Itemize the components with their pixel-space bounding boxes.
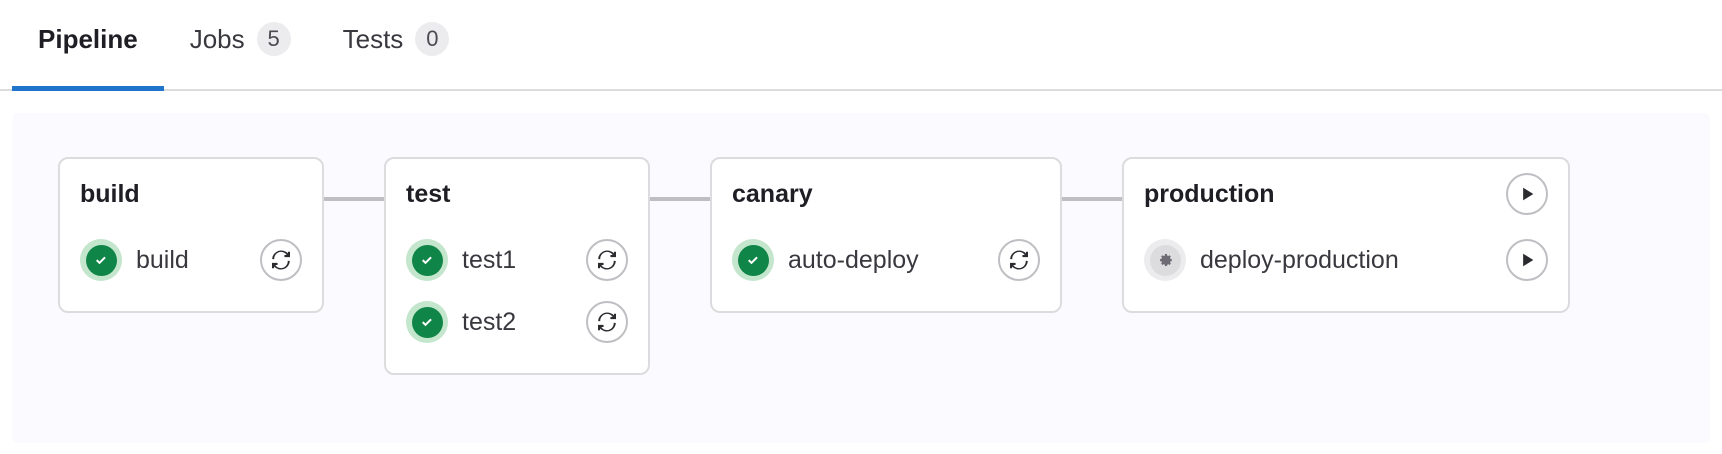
stage-title-build: build <box>80 180 140 208</box>
stage-wrap-production: production <box>1122 157 1570 313</box>
tab-jobs-badge: 5 <box>256 22 291 56</box>
retry-icon-button-build[interactable] <box>260 239 302 281</box>
stage-card-production: production <box>1122 157 1570 313</box>
stage-header-canary: canary <box>732 177 1040 211</box>
pipeline-stages: build build <box>58 157 1570 375</box>
status-success-icon <box>80 239 122 281</box>
gear-icon <box>1144 239 1186 281</box>
tab-pipeline-label: Pipeline <box>38 24 138 54</box>
stage-connector <box>650 197 710 201</box>
stage-header-build: build <box>80 177 302 211</box>
stage-wrap-canary: canary auto-deploy <box>710 157 1122 313</box>
stage-connector <box>324 197 384 201</box>
retry-icon <box>272 250 290 270</box>
job-row-deploy-production[interactable]: deploy-production <box>1144 229 1548 291</box>
stage-card-build: build build <box>58 157 324 313</box>
stage-title-production: production <box>1144 180 1275 208</box>
tab-jobs[interactable]: Jobs 5 <box>164 0 317 91</box>
retry-icon <box>598 312 616 332</box>
stage-connector <box>1062 197 1122 201</box>
pipeline-tabbar: Pipeline Jobs 5 Tests 0 <box>0 0 1722 91</box>
retry-icon <box>598 250 616 270</box>
status-success-icon <box>406 239 448 281</box>
stage-header-production: production <box>1144 173 1548 215</box>
play-icon-button-deploy-production[interactable] <box>1506 239 1548 281</box>
job-name-auto-deploy: auto-deploy <box>788 246 919 274</box>
job-row-build[interactable]: build <box>80 229 302 291</box>
job-row-test2[interactable]: test2 <box>406 291 628 353</box>
retry-icon-button-test1[interactable] <box>586 239 628 281</box>
status-success-icon <box>732 239 774 281</box>
tab-jobs-label: Jobs <box>189 24 245 54</box>
play-icon <box>1523 253 1534 267</box>
stage-card-test: test test1 <box>384 157 650 375</box>
job-row-auto-deploy[interactable]: auto-deploy <box>732 229 1040 291</box>
stage-title-test: test <box>406 180 451 208</box>
tab-tests[interactable]: Tests 0 <box>317 0 476 91</box>
tab-tests-badge: 0 <box>415 22 450 56</box>
tab-pipeline[interactable]: Pipeline <box>12 0 164 91</box>
job-name-test1: test1 <box>462 246 517 274</box>
job-name-build: build <box>136 246 189 274</box>
pipeline-graph-canvas: build build <box>12 113 1710 443</box>
retry-icon <box>1010 250 1028 270</box>
stage-title-canary: canary <box>732 180 813 208</box>
job-name-deploy-production: deploy-production <box>1200 246 1399 274</box>
status-success-icon <box>406 301 448 343</box>
job-row-test1[interactable]: test1 <box>406 229 628 291</box>
play-icon <box>1523 187 1534 201</box>
job-name-test2: test2 <box>462 308 517 336</box>
stage-card-canary: canary auto-deploy <box>710 157 1062 313</box>
stage-wrap-test: test test1 <box>384 157 710 375</box>
tab-tests-label: Tests <box>342 24 404 54</box>
play-icon-button-stage-production[interactable] <box>1506 173 1548 215</box>
stage-wrap-build: build build <box>58 157 384 313</box>
stage-header-test: test <box>406 177 628 211</box>
retry-icon-button-auto-deploy[interactable] <box>998 239 1040 281</box>
retry-icon-button-test2[interactable] <box>586 301 628 343</box>
